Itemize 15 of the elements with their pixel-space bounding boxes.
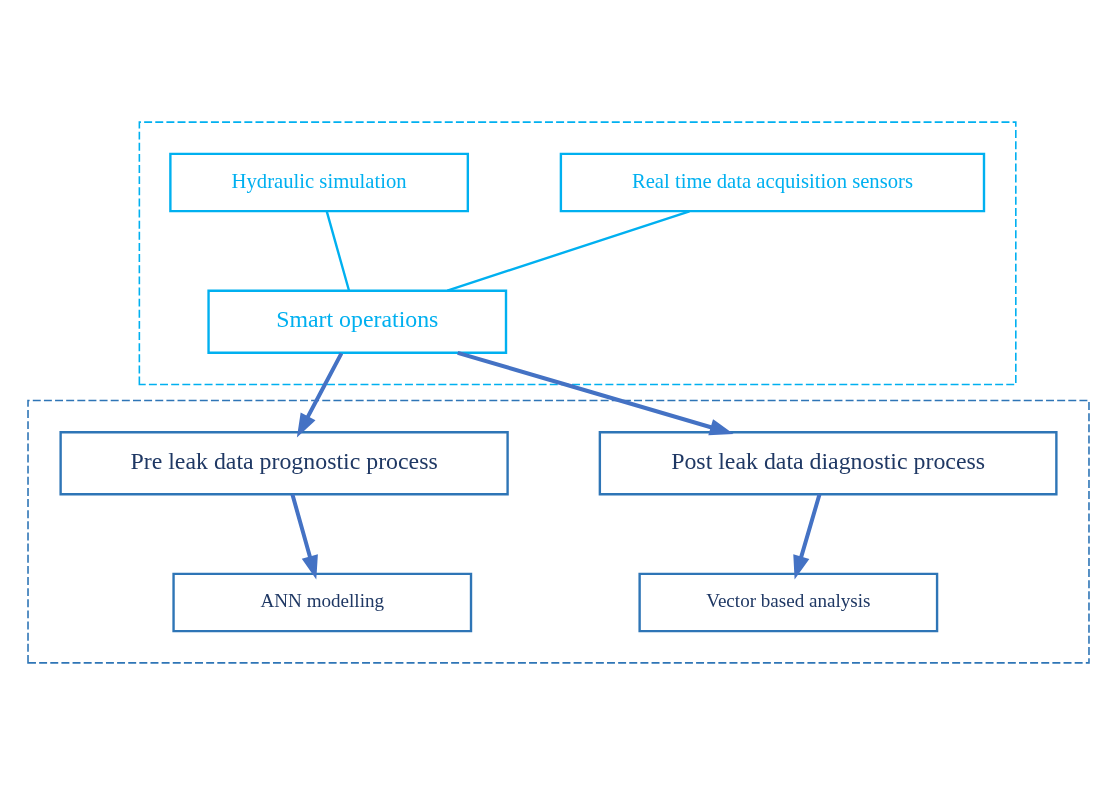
connector — [446, 210, 690, 292]
node-box: Post leak data diagnostic process — [598, 431, 1058, 496]
connector — [325, 211, 351, 291]
arrow — [296, 352, 344, 438]
arrow — [457, 350, 734, 436]
node-box: Vector based analysis — [638, 572, 939, 633]
node-box: Real time data acquisition sensors — [559, 152, 986, 213]
cluster — [138, 121, 1017, 386]
arrow — [290, 493, 318, 580]
node-box: Smart operations — [207, 289, 508, 354]
cluster — [27, 399, 1090, 664]
node-box: ANN modelling — [172, 572, 473, 633]
arrow — [793, 493, 822, 580]
node-box: Pre leak data prognostic process — [59, 431, 509, 496]
node-box: Hydraulic simulation — [169, 152, 470, 213]
